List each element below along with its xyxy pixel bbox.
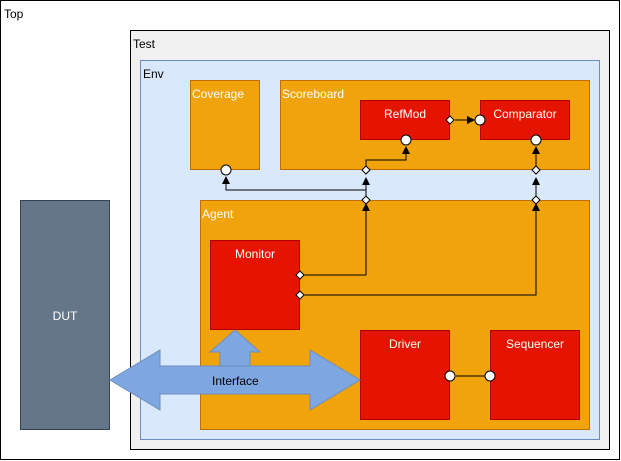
- import-port-icons: [220, 114, 542, 382]
- dut-label: DUT: [52, 309, 78, 323]
- driver-label: Driver: [389, 337, 421, 351]
- scoreboard-label: Scoreboard: [282, 87, 345, 101]
- dut-block[interactable]: [20, 200, 110, 430]
- interface-arrow[interactable]: [109, 329, 361, 411]
- top-label: Top: [4, 7, 24, 21]
- test-label: Test: [133, 37, 156, 51]
- export-port-icons: [295, 115, 541, 300]
- comparator-block[interactable]: [480, 100, 570, 140]
- monitor-label: Monitor: [234, 247, 275, 261]
- monitor-to-refmod-connector: [222, 146, 410, 276]
- monitor-to-comparator-connector: [300, 146, 540, 296]
- interface-label: Interface: [212, 374, 259, 388]
- refmod-label: RefMod: [383, 107, 427, 121]
- monitor-block[interactable]: [210, 240, 300, 330]
- refmod-block[interactable]: [360, 100, 450, 140]
- env-label: Env: [143, 67, 164, 81]
- coverage-label: Coverage: [192, 87, 245, 101]
- comparator-label: Comparator: [493, 107, 557, 121]
- sequencer-label: Sequencer: [505, 337, 565, 351]
- agent-label: Agent: [202, 207, 234, 221]
